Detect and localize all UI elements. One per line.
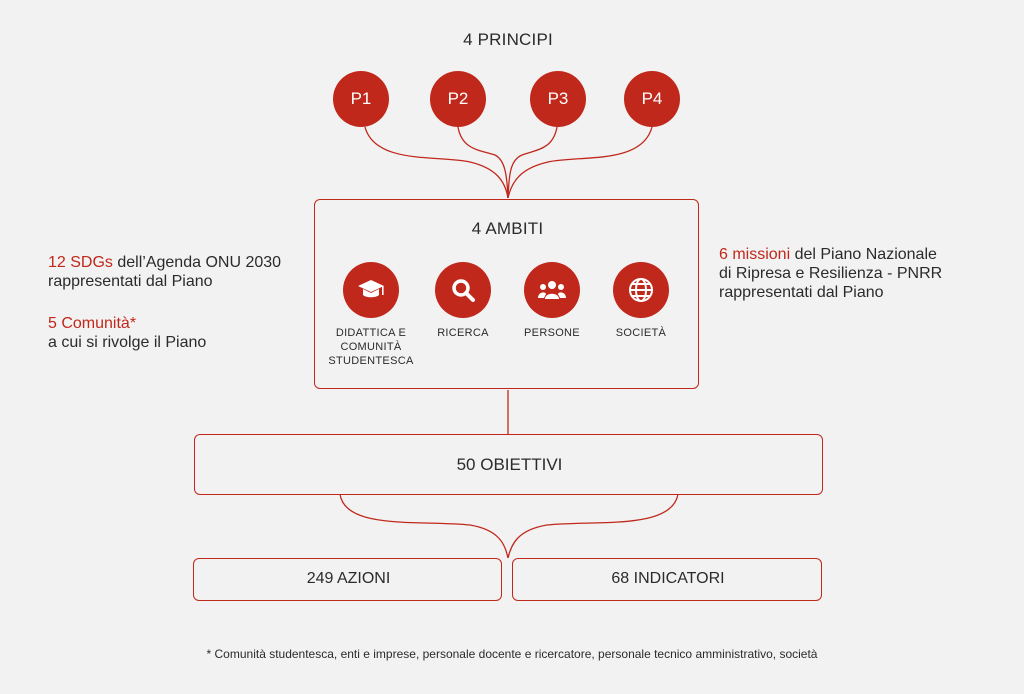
missions-highlight: 6 missioni bbox=[719, 246, 791, 263]
graduation-cap-icon bbox=[343, 262, 399, 318]
ambito-label-ricerca: RICERCA bbox=[437, 327, 489, 339]
ambito-label-persone: PERSONE bbox=[524, 327, 580, 339]
sdgs-highlight: 12 SDGs bbox=[48, 254, 113, 271]
objectives-label: 50 OBIETTIVI bbox=[456, 455, 563, 474]
actions-box: 249 AZIONI bbox=[193, 558, 502, 601]
communities-text: a cui si rivolge il Piano bbox=[48, 334, 207, 351]
sdgs-note: 12 SDGs dell’Agenda ONU 2030 rappresenta… bbox=[48, 253, 318, 291]
ambiti-box: 4 AMBITI DIDATTICA E COMUNITÀ STUDENTESC… bbox=[314, 199, 699, 389]
sdgs-text-2: rappresentati dal Piano bbox=[48, 273, 213, 290]
objectives-box: 50 OBIETTIVI bbox=[194, 434, 823, 495]
principle-p2: P2 bbox=[430, 71, 486, 127]
indicators-box: 68 INDICATORI bbox=[512, 558, 822, 601]
communities-highlight: 5 Comunità* bbox=[48, 315, 137, 332]
missions-text-3: rappresentati dal Piano bbox=[719, 284, 884, 301]
missions-text-1: del Piano Nazionale bbox=[790, 246, 937, 263]
actions-label: 249 AZIONI bbox=[306, 570, 391, 587]
indicators-label: 68 INDICATORI bbox=[611, 570, 725, 587]
missions-text-2: di Ripresa e Resilienza - PNRR bbox=[719, 265, 943, 282]
ambito-label-didattica: DIDATTICA E COMUNITÀ STUDENTESCA bbox=[328, 327, 414, 367]
missions-note: 6 missioni del Piano Nazionale di Ripres… bbox=[719, 245, 999, 302]
globe-icon bbox=[613, 262, 669, 318]
ambiti-title: 4 AMBITI bbox=[471, 219, 544, 238]
principle-p3: P3 bbox=[530, 71, 586, 127]
sdgs-text-1: dell’Agenda ONU 2030 bbox=[112, 254, 282, 271]
principles-title: 4 PRINCIPI bbox=[463, 30, 553, 49]
principle-p4: P4 bbox=[624, 71, 680, 127]
ambito-label-societa: SOCIETÀ bbox=[615, 327, 667, 339]
footnote: * Comunità studentesca, enti e imprese, … bbox=[206, 647, 818, 661]
communities-note: 5 Comunità* a cui si rivolge il Piano bbox=[48, 314, 318, 352]
people-icon bbox=[524, 262, 580, 318]
magnifier-icon bbox=[435, 262, 491, 318]
principle-p1: P1 bbox=[333, 71, 389, 127]
